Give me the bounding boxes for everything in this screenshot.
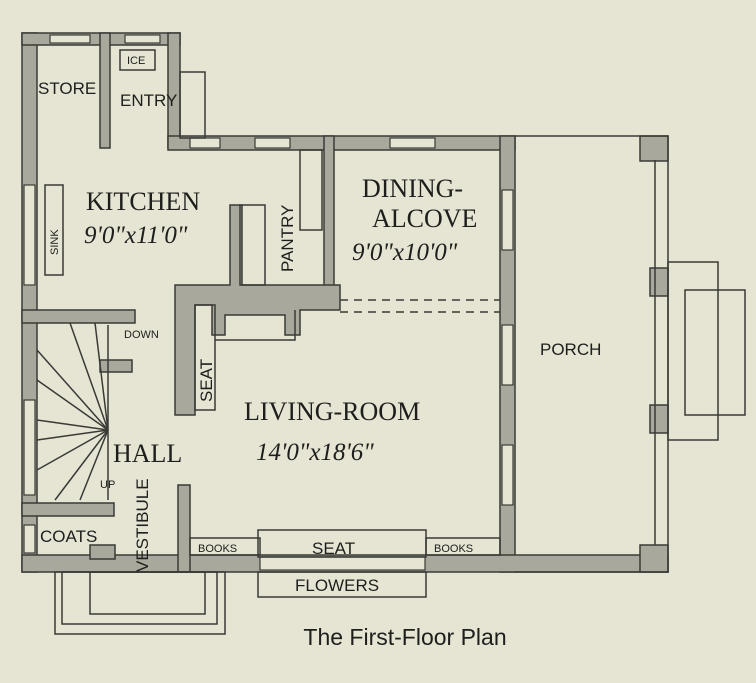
- label-pantry: PANTRY: [278, 205, 297, 272]
- plan-caption: The First-Floor Plan: [303, 624, 506, 650]
- walls: [21, 32, 669, 573]
- label-dining-dim: 9'0"x10'0": [352, 239, 458, 266]
- label-store: STORE: [38, 79, 96, 98]
- label-sink: SINK: [49, 229, 61, 255]
- label-ice: ICE: [127, 55, 145, 67]
- fixtures: [36, 49, 746, 635]
- label-living-dim: 14'0"x18'6": [256, 439, 374, 466]
- staircase: [36, 322, 109, 501]
- label-window-seat: SEAT: [312, 539, 355, 558]
- label-vestibule: VESTIBULE: [133, 478, 152, 572]
- label-books-left: BOOKS: [198, 543, 237, 555]
- label-dining: DINING-: [362, 174, 463, 203]
- label-alcove: ALCOVE: [372, 204, 477, 233]
- label-kitchen: KITCHEN: [86, 187, 200, 216]
- label-porch: PORCH: [540, 340, 601, 359]
- label-hall: HALL: [113, 439, 182, 468]
- label-living-room: LIVING-ROOM: [244, 397, 420, 426]
- label-entry: ENTRY: [120, 91, 177, 110]
- label-up: UP: [100, 479, 115, 491]
- label-kitchen-dim: 9'0"x11'0": [84, 222, 188, 249]
- label-coats: COATS: [40, 527, 97, 546]
- label-fireplace-seat: SEAT: [197, 359, 216, 402]
- labels: STORE ICE ENTRY KITCHEN 9'0"x11'0" SINK …: [38, 55, 601, 595]
- label-books-right: BOOKS: [434, 543, 473, 555]
- label-down: DOWN: [124, 329, 159, 341]
- label-flowers: FLOWERS: [295, 576, 379, 595]
